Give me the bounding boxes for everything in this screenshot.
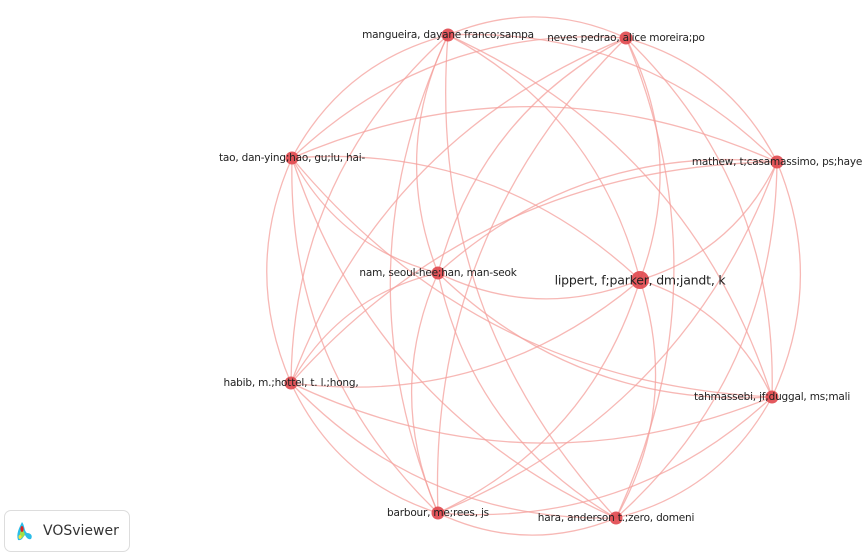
network-node[interactable] bbox=[431, 506, 445, 520]
network-edge bbox=[437, 272, 641, 300]
network-edge bbox=[290, 382, 773, 444]
network-node[interactable] bbox=[631, 271, 649, 289]
network-node[interactable] bbox=[285, 151, 299, 165]
network-edge bbox=[291, 34, 449, 159]
network-edge bbox=[437, 272, 617, 519]
network-edge bbox=[447, 16, 627, 39]
network-edge bbox=[291, 106, 778, 163]
vosviewer-logo-text: VOSviewer bbox=[43, 523, 119, 539]
network-node[interactable] bbox=[765, 390, 779, 404]
network-edge bbox=[290, 279, 641, 388]
network-edge bbox=[639, 161, 778, 281]
network-edge bbox=[437, 396, 773, 516]
node-label[interactable]: barbour, me;rees, js bbox=[387, 507, 489, 519]
network-edge bbox=[437, 37, 627, 274]
node-label[interactable]: mathew, t;casamassimo, ps;haye bbox=[691, 156, 863, 168]
network-edge bbox=[771, 161, 801, 398]
network-edge bbox=[437, 161, 778, 514]
network-edge bbox=[615, 161, 778, 519]
network-edge bbox=[290, 37, 627, 384]
network-edge bbox=[291, 155, 641, 281]
network-edge bbox=[615, 279, 657, 519]
network-edge bbox=[437, 272, 773, 399]
node-label[interactable]: tao, dan-ying;hao, gu;lu, hai- bbox=[218, 152, 366, 164]
network-edge bbox=[290, 272, 439, 384]
network-edge bbox=[625, 37, 778, 163]
network-edge bbox=[437, 158, 778, 274]
network-node[interactable] bbox=[284, 376, 298, 390]
network-edge bbox=[447, 34, 773, 398]
network-edge bbox=[639, 279, 773, 398]
node-label[interactable]: neves pedrao, alice moreira;po bbox=[547, 32, 705, 44]
node-label[interactable]: tahmassebi, jf;duggal, ms;mali bbox=[693, 391, 851, 403]
network-edge bbox=[625, 37, 773, 398]
network-edge bbox=[290, 161, 778, 384]
network-node[interactable] bbox=[441, 28, 455, 42]
network-edge bbox=[291, 36, 627, 159]
network-edge bbox=[615, 396, 773, 519]
node-label[interactable]: hara, anderson t.;zero, domeni bbox=[537, 512, 695, 524]
network-node[interactable] bbox=[609, 511, 623, 525]
network-edge bbox=[447, 34, 641, 281]
network-edge bbox=[410, 272, 439, 514]
network-node[interactable] bbox=[619, 31, 633, 45]
network-edge bbox=[291, 157, 617, 519]
network-edge bbox=[290, 382, 439, 514]
network-edge bbox=[445, 34, 617, 519]
node-label[interactable]: lippert, f;parker, dm;jandt, k bbox=[554, 272, 726, 288]
network-edge bbox=[291, 157, 439, 274]
network-edge bbox=[389, 34, 449, 514]
vosviewer-logo-icon bbox=[17, 522, 32, 541]
network-edge bbox=[447, 33, 778, 163]
network-edge bbox=[437, 279, 641, 514]
network-edge bbox=[625, 37, 661, 281]
network-node[interactable] bbox=[431, 266, 445, 280]
network-edge bbox=[615, 37, 675, 519]
node-label[interactable]: nam, seoul-hee;han, man-seok bbox=[359, 267, 517, 279]
network-edge bbox=[291, 157, 773, 398]
network-edge bbox=[436, 37, 627, 514]
network-edge bbox=[290, 382, 617, 519]
node-label[interactable]: habib, m.;hottel, t. l.;hong, bbox=[223, 377, 359, 389]
network-edge bbox=[291, 157, 439, 514]
network-edge bbox=[290, 34, 449, 384]
network-edge bbox=[437, 512, 617, 536]
network-node[interactable] bbox=[770, 155, 784, 169]
vosviewer-logo[interactable]: VOSviewer bbox=[4, 510, 130, 552]
node-label[interactable]: mangueira, dayane franco;sampa bbox=[362, 29, 534, 41]
network-edge bbox=[266, 157, 293, 384]
